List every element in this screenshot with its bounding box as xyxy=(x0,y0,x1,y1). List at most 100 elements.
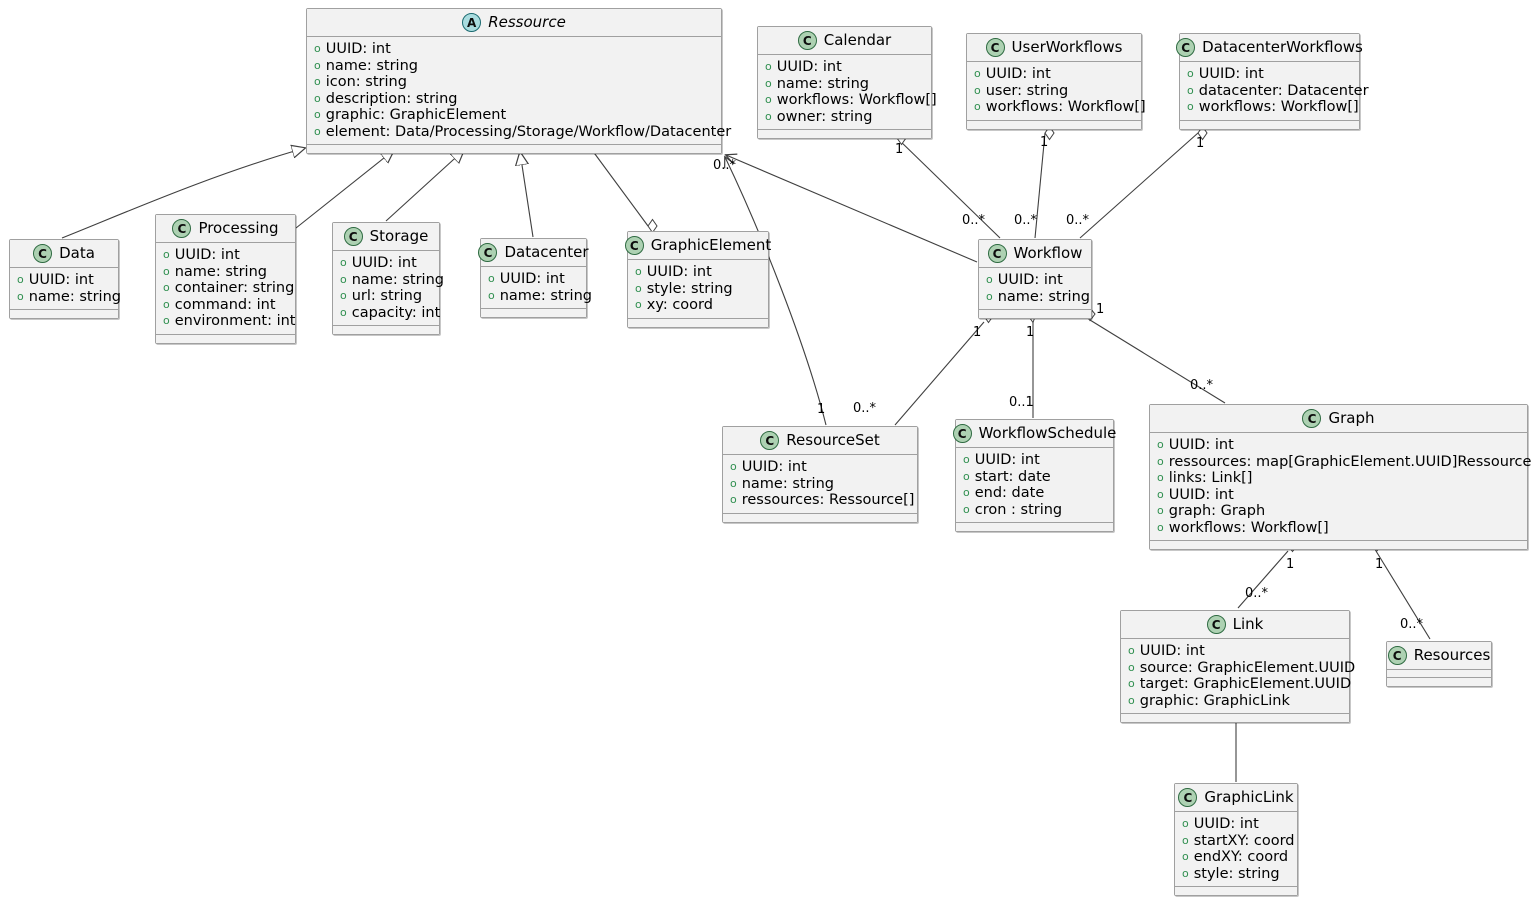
attribute-text: UUID: int xyxy=(1139,643,1205,659)
attribute-text: UUID: int xyxy=(1193,816,1259,832)
visibility-icon: o xyxy=(730,493,737,506)
visibility-icon: o xyxy=(1187,100,1194,113)
visibility-icon: o xyxy=(765,109,772,123)
attribute-text: UUID: int xyxy=(985,66,1051,82)
visibility-icon: o xyxy=(1157,487,1164,501)
attribute-row: o icon: string xyxy=(314,74,713,91)
class-footer-data xyxy=(10,310,118,318)
attribute-text: name: string xyxy=(499,287,592,304)
visibility-icon: o xyxy=(1157,471,1164,484)
visibility-icon: o xyxy=(163,297,170,311)
class-footer-calendar xyxy=(758,130,931,138)
visibility-icon: o xyxy=(314,91,321,105)
attribute-row: o UUID: int xyxy=(17,272,110,289)
attribute-text: UUID: int xyxy=(28,272,94,288)
visibility-icon: o xyxy=(986,289,993,303)
class-name-graphicelement: GraphicElement xyxy=(650,236,772,254)
attribute-text: UUID: int xyxy=(776,59,842,75)
visibility-icon: o xyxy=(314,75,321,88)
visibility-icon: o xyxy=(963,453,970,466)
attribute-text: graph: Graph xyxy=(1168,503,1266,519)
attribute-text: UUID: int xyxy=(1198,66,1264,82)
class-footer-datacenterworkflows xyxy=(1180,120,1359,129)
attribute-text: endXY: coord xyxy=(1193,849,1289,865)
class-icon: C xyxy=(760,431,780,450)
class-footer-datacenter xyxy=(481,309,586,317)
visibility-icon: o xyxy=(314,42,321,55)
class-icon: C xyxy=(987,244,1007,263)
multiplicity-label: 1 xyxy=(1196,136,1205,151)
attribute-text: description: string xyxy=(325,90,458,107)
class-footer-processing xyxy=(156,334,295,343)
class-name-ressource: Ressource xyxy=(488,13,566,31)
attribute-text: environment: int xyxy=(174,313,296,329)
attribute-text: UUID: int xyxy=(174,247,240,263)
multiplicity-label: 0..* xyxy=(962,213,986,228)
attribute-text: ressources: map[GraphicElement.UUID]Ress… xyxy=(1168,453,1531,470)
visibility-icon: o xyxy=(1157,520,1164,534)
multiplicity-label: 0..* xyxy=(713,158,737,173)
class-footer-workflow xyxy=(979,310,1091,318)
attribute-text: icon: string xyxy=(325,74,407,90)
visibility-icon: o xyxy=(986,273,993,286)
visibility-icon: o xyxy=(765,76,772,90)
visibility-icon: o xyxy=(974,67,981,80)
visibility-icon: o xyxy=(17,273,24,286)
multiplicity-label: 0..* xyxy=(1245,586,1269,601)
attribute-row: o description: string xyxy=(314,91,713,108)
multiplicity-label: 0..* xyxy=(1066,213,1090,228)
multiplicity-label: 1 xyxy=(1026,325,1035,340)
visibility-icon: o xyxy=(1128,693,1135,707)
class-footer-resources xyxy=(1387,678,1491,686)
multiplicity-label: 1 xyxy=(1375,557,1384,572)
class-header-graphicelement: C GraphicElement xyxy=(624,232,771,260)
class-icon: C xyxy=(624,236,644,255)
class-footer-graph xyxy=(1150,541,1527,549)
multiplicity-label: 0..* xyxy=(1190,378,1214,393)
multiplicity-label: 0..* xyxy=(853,401,877,416)
attribute-text: datacenter: Datacenter xyxy=(1198,82,1369,99)
class-icon: C xyxy=(797,31,817,50)
attribute-text: UUID: int xyxy=(741,459,807,475)
class-footer-resourceset xyxy=(723,513,917,522)
